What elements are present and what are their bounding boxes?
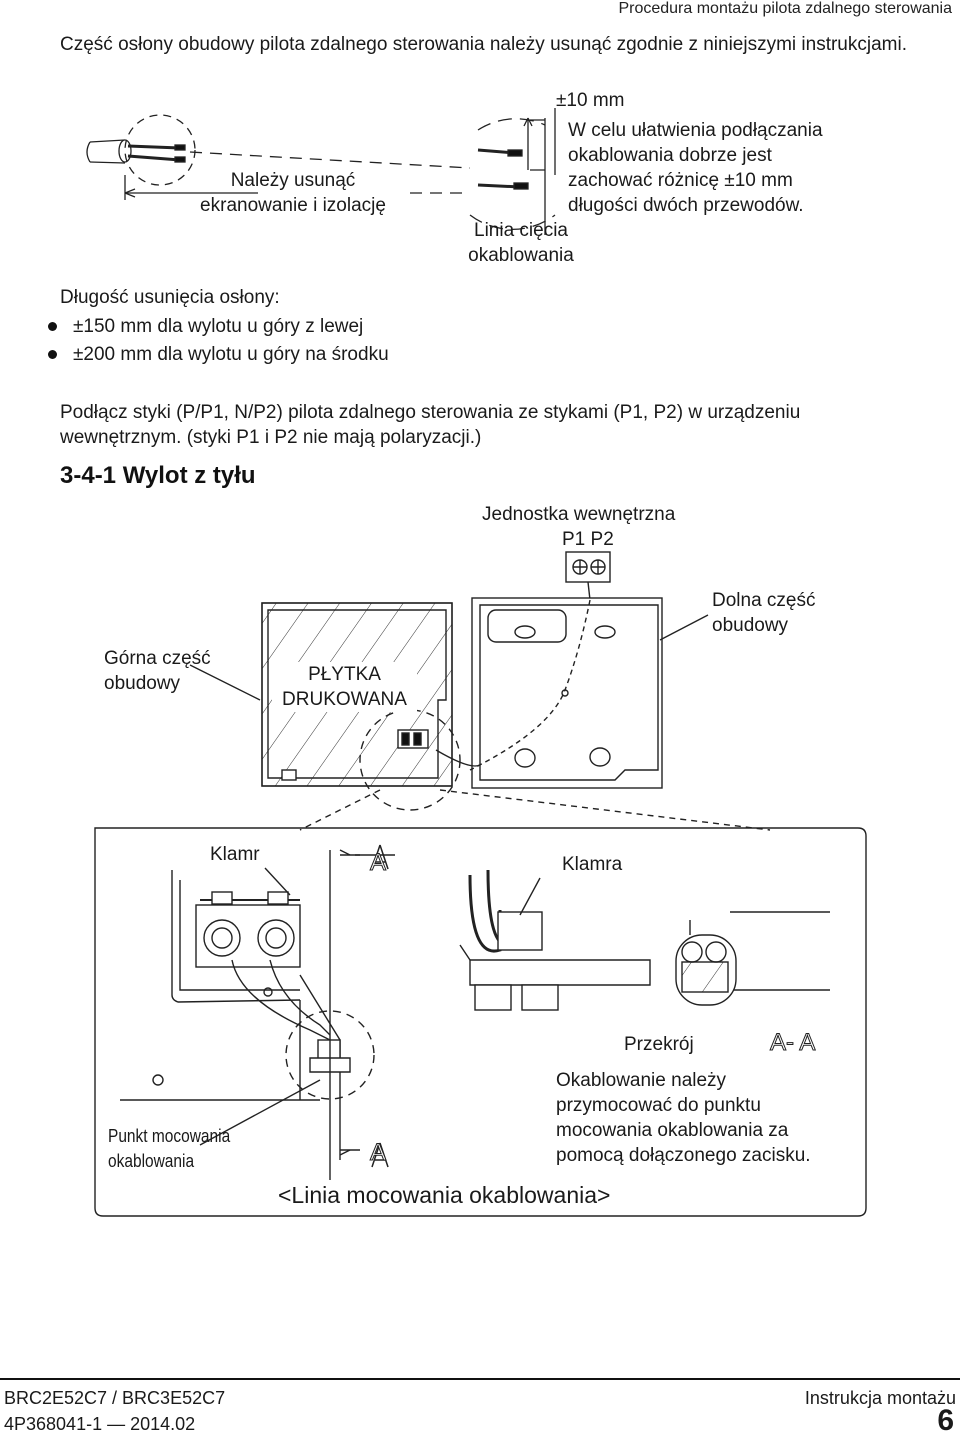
fix-point-label: Punkt mocowania okablowania	[108, 1126, 231, 1171]
pcb-label: PŁYTKA DRUKOWANA	[272, 662, 417, 712]
upper-case-label: Górna część obudowy	[104, 648, 211, 694]
section-heading: 3-4-1 Wylot z tyłu	[60, 462, 256, 489]
bullet-icon	[48, 350, 57, 359]
lower-case-label: Dolna część obudowy	[712, 590, 816, 636]
tolerance-label: ±10 mm	[556, 90, 625, 111]
wire-length-note: W celu ułatwienia podłączania okablowani…	[568, 120, 823, 216]
section-mark-top: A	[369, 849, 387, 876]
figure-caption: <Linia mocowania okablowania>	[278, 1182, 611, 1208]
remove-shield-label: Należy usunąć ekranowanie i izolację	[200, 170, 386, 216]
section-mark-bottom: A	[369, 1139, 387, 1166]
section-header: Procedura montażu pilota zdalnego sterow…	[618, 0, 952, 17]
doc-type: Instrukcja montażu	[804, 1388, 956, 1408]
section-pair-label: A- A	[769, 1029, 816, 1056]
strip-length-item: ±200 mm dla wylotu u góry na środku	[48, 342, 389, 367]
terminals-label: P1 P2	[562, 529, 614, 550]
strip-length-title: Długość usunięcia osłony:	[60, 287, 280, 308]
footer-rule	[0, 1378, 960, 1380]
strip-length-item: ±150 mm dla wylotu u góry z lewej	[48, 314, 363, 339]
connect-paragraph: Podłącz styki (P/P1, N/P2) pilota zdalne…	[60, 402, 801, 448]
indoor-unit-label: Jednostka wewnętrzna	[482, 504, 676, 525]
page-number: 6	[937, 1404, 954, 1437]
clamp-right-label: Klamra	[562, 854, 623, 875]
cut-line-label: Linia cięcia okablowania	[468, 220, 574, 266]
intro-paragraph: Część osłony obudowy pilota zdalnego ste…	[60, 34, 907, 55]
doc-code: 4P368041-1 — 2014.02	[4, 1414, 196, 1434]
model-number: BRC2E52C7 / BRC3E52C7	[4, 1388, 226, 1408]
cross-section-label: Przekrój	[624, 1034, 694, 1055]
fixing-note: Okablowanie należy przymocować do punktu…	[556, 1070, 811, 1166]
clamp-left-label: Klamr	[210, 844, 260, 865]
bullet-icon	[48, 322, 57, 331]
